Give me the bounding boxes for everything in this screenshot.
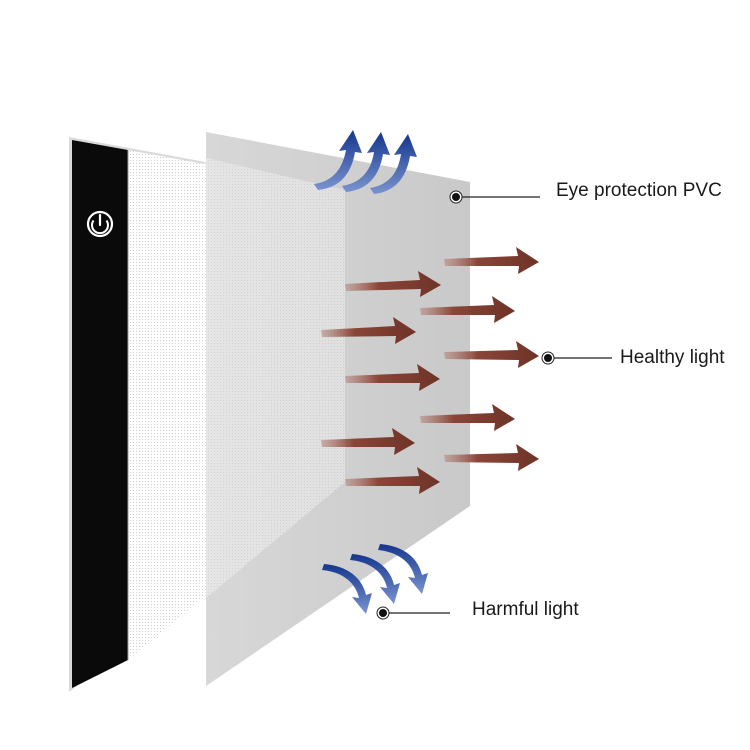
harmful-light-label: Harmful light bbox=[472, 599, 579, 620]
power-icon bbox=[86, 210, 114, 238]
healthy-arrow bbox=[321, 428, 415, 455]
healthy-arrow bbox=[345, 467, 440, 494]
harmful-arrow bbox=[314, 130, 362, 190]
eye-protection-label: Eye protection PVC bbox=[556, 180, 722, 201]
healthy-light-arrows bbox=[321, 247, 539, 494]
harmful-arrow bbox=[350, 554, 400, 604]
board-bezel bbox=[72, 140, 128, 688]
harmful-light-arrows-top bbox=[314, 130, 417, 194]
leader-harmful bbox=[376, 606, 450, 620]
healthy-arrow bbox=[444, 341, 539, 368]
harmful-arrow bbox=[378, 544, 428, 594]
healthy-arrow bbox=[444, 444, 539, 471]
healthy-arrow bbox=[321, 317, 416, 344]
harmful-light-arrows-bottom bbox=[322, 544, 428, 614]
harmful-arrow bbox=[342, 132, 390, 192]
healthy-arrow bbox=[345, 271, 441, 297]
healthy-arrow bbox=[420, 404, 515, 431]
harmful-arrow bbox=[370, 134, 417, 194]
leader-pvc bbox=[449, 190, 540, 204]
harmful-arrow bbox=[322, 564, 372, 614]
healthy-light-label: Healthy light bbox=[620, 347, 725, 368]
healthy-arrow bbox=[444, 247, 539, 274]
healthy-arrow bbox=[420, 296, 515, 323]
pvc-sheet bbox=[206, 130, 472, 688]
leader-healthy bbox=[541, 351, 612, 365]
healthy-arrow bbox=[345, 364, 440, 391]
